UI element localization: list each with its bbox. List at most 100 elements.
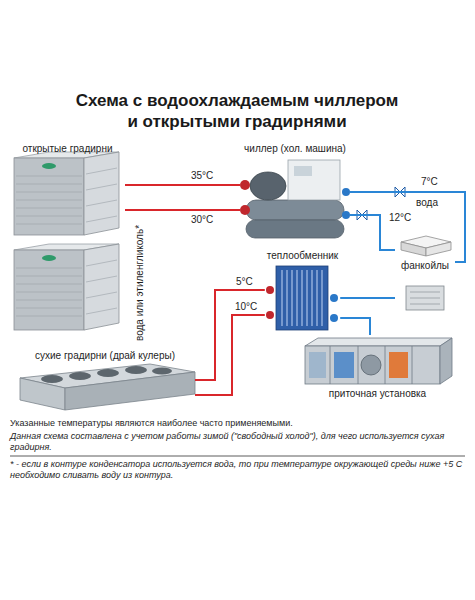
dry-cooler (125, 366, 147, 374)
heat-exchanger (301, 270, 302, 326)
air-handling-unit (305, 346, 440, 384)
heat-exchanger (330, 314, 338, 322)
diagram-title: Схема с водоохлаждаемым чиллером и откры… (72, 90, 402, 132)
cooling-tower (86, 200, 117, 206)
temperature-label: 5°C (235, 276, 254, 288)
cooling-tower (16, 224, 82, 225)
heat-exchanger (281, 270, 282, 326)
heat-exchanger (311, 270, 312, 326)
fancoil (426, 242, 451, 256)
air-handling-unit (330, 346, 412, 384)
cooling-tower (16, 268, 82, 269)
cooling-tower (86, 168, 117, 174)
divider-line (10, 456, 465, 457)
equipment-label: сухие градирни (драй кулеры) (35, 350, 175, 362)
cooling-tower (16, 260, 117, 316)
heat-exchanger (266, 311, 274, 319)
heat-exchanger (296, 270, 297, 326)
cooling-tower (16, 300, 82, 301)
note-text: Указанные температуры являются наиболее … (10, 418, 465, 429)
cooling-tower (16, 200, 82, 201)
heat-exchanger-unit: теплообменник (265, 250, 340, 332)
dry-cooler (20, 364, 195, 410)
air-handling-unit (385, 346, 386, 384)
heat-exchanger (291, 270, 292, 326)
cooling-tower (14, 244, 119, 330)
chiller (294, 166, 312, 176)
air-handling-unit: приточная установка (300, 335, 455, 402)
temperature-label: 7°C (420, 176, 439, 188)
air-handling-unit (358, 346, 359, 384)
pipe-line (340, 318, 370, 335)
chiller (240, 180, 250, 190)
cooling-tower (16, 284, 82, 285)
heat-exchanger (266, 266, 338, 330)
chiller (246, 220, 344, 238)
heat-exchanger (286, 270, 287, 326)
footnote-text: * - если в контуре конденсатора использу… (10, 459, 465, 481)
chiller (240, 160, 350, 238)
dry-cooler (69, 372, 91, 380)
pipe-line (350, 192, 465, 262)
temperature-label: 10°C (234, 301, 258, 313)
cooling-tower (16, 192, 82, 193)
cooling-tower (84, 244, 119, 330)
fancoil (401, 236, 451, 310)
pipe-line (340, 297, 395, 299)
dry-cooler (41, 366, 172, 383)
cooling-tower (86, 276, 117, 282)
cooling-tower (16, 184, 82, 185)
temperature-label: 12°C (388, 212, 412, 224)
chiller (342, 188, 350, 196)
pipe-line (125, 184, 240, 186)
chiller (342, 211, 350, 219)
pipe-medium-label: вода или этиленгликоль* (134, 225, 146, 341)
dry-cooler (41, 375, 63, 383)
heat-exchanger (282, 270, 322, 326)
air-handling-unit (440, 338, 452, 384)
cooling-tower (16, 292, 82, 293)
air-handling-unit (361, 355, 381, 375)
air-handling-unit (305, 338, 452, 384)
cooling-tower-group: открытые градирни (10, 143, 125, 335)
air-handling-unit (389, 352, 408, 378)
equipment-label: приточная установка (329, 388, 426, 400)
cooling-tower (14, 250, 84, 330)
air-handling-unit (305, 338, 452, 346)
cooling-tower (16, 176, 82, 177)
pipe-line (195, 290, 265, 380)
fancoil-group: фанкойлы (395, 235, 455, 315)
dry-cooler (152, 368, 172, 375)
cooling-tower (14, 158, 84, 235)
chiller-unit: чиллер (хол. машина) (240, 143, 350, 245)
temperature-label: 35°C (190, 170, 214, 182)
air-handling-unit (309, 352, 326, 378)
fancoil (401, 242, 426, 256)
dry-cooler-unit: сухие градирни (драй кулеры) (15, 350, 195, 412)
air-handling-unit (412, 346, 413, 384)
heat-exchanger (306, 270, 307, 326)
chiller (288, 160, 340, 200)
cooling-tower (16, 216, 82, 217)
heat-exchanger (330, 294, 338, 302)
chiller (240, 205, 250, 215)
equipment-label: чиллер (хол. машина) (244, 143, 346, 155)
fancoil (410, 292, 440, 293)
heat-exchanger (266, 286, 274, 294)
cooling-tower (42, 255, 56, 261)
fancoil (410, 298, 440, 299)
dry-cooler (97, 369, 119, 377)
dry-cooler (20, 378, 65, 410)
pipe-line (125, 209, 240, 211)
cooling-tower (16, 168, 117, 224)
heat-exchanger (276, 266, 328, 330)
cooling-tower (86, 216, 117, 222)
fancoil (410, 304, 440, 305)
heat-exchanger (321, 270, 322, 326)
cooling-tower (16, 316, 82, 317)
fancoil (410, 292, 440, 304)
